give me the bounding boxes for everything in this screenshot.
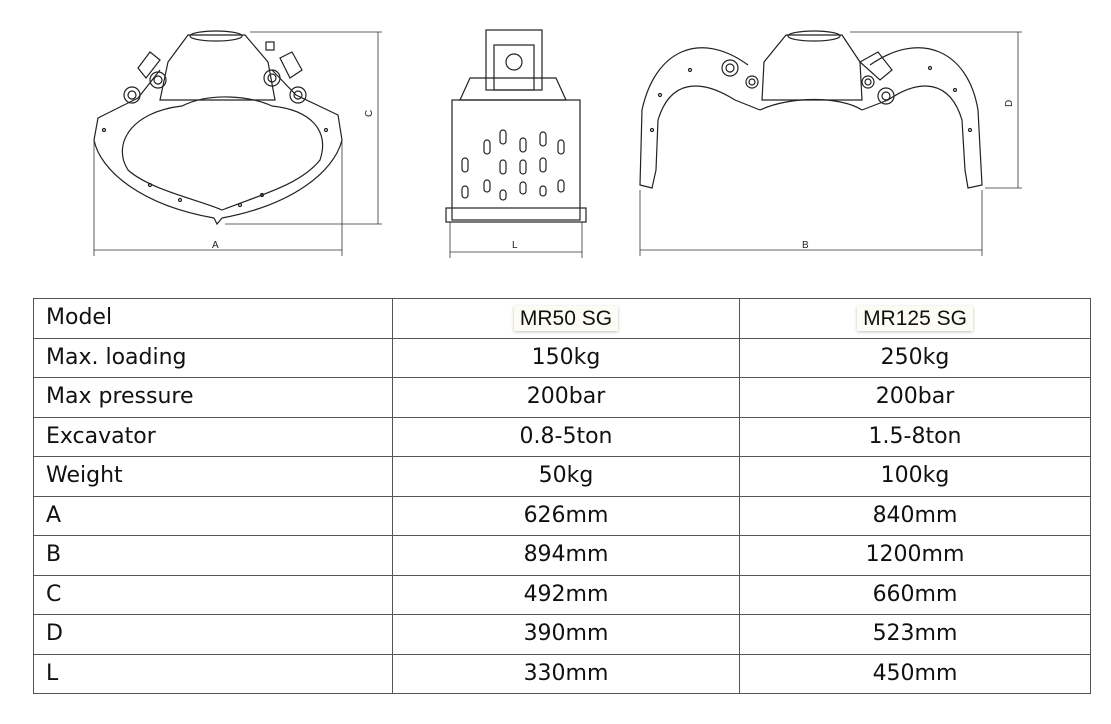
dimension-label-c: C	[364, 110, 375, 117]
dimension-d	[850, 31, 1022, 189]
row-label: A	[33, 495, 393, 536]
model-cell: MR50 SG	[392, 298, 740, 339]
model-name: MR50 SG	[513, 305, 619, 331]
row-value: 840mm	[739, 495, 1091, 536]
row-value: 150kg	[392, 337, 740, 378]
model-cell: MR125 SG	[739, 298, 1091, 339]
row-value: 894mm	[392, 535, 740, 576]
row-value: 523mm	[739, 614, 1091, 655]
dimension-label-a: A	[212, 240, 219, 251]
model-name: MR125 SG	[857, 305, 973, 331]
dimension-label-l: L	[512, 240, 518, 251]
row-value: 626mm	[392, 495, 740, 536]
table-row: Weight 50kg 100kg	[33, 456, 1091, 497]
dimension-c	[225, 31, 382, 225]
table-row: Excavator 0.8-5ton 1.5-8ton	[33, 416, 1091, 457]
dimension-l	[449, 222, 583, 258]
row-value: 660mm	[739, 574, 1091, 615]
row-value: 492mm	[392, 574, 740, 615]
front-view-closed-grapple	[93, 30, 343, 226]
table-row: L 330mm 450mm	[33, 653, 1091, 694]
row-value: 1200mm	[739, 535, 1091, 576]
dimension-b	[639, 190, 983, 256]
specification-table: Model MR50 SG MR125 SG Max. loading 150k…	[33, 298, 1091, 694]
table-row: Max. loading 150kg 250kg	[33, 337, 1091, 378]
row-label: D	[33, 614, 393, 655]
row-label: B	[33, 535, 393, 576]
technical-drawings: A C L	[93, 29, 1022, 258]
table-row: Max pressure 200bar 200bar	[33, 377, 1091, 418]
table-row: C 492mm 660mm	[33, 574, 1091, 615]
dimension-label-d: D	[1004, 100, 1015, 107]
row-value: 200bar	[392, 377, 740, 418]
row-value: 330mm	[392, 653, 740, 694]
dimension-label-b: B	[802, 240, 809, 251]
row-label: C	[33, 574, 393, 615]
table-row: A 626mm 840mm	[33, 495, 1091, 536]
table-row: B 894mm 1200mm	[33, 535, 1091, 576]
row-value: 390mm	[392, 614, 740, 655]
row-value: 1.5-8ton	[739, 416, 1091, 457]
row-value: 50kg	[392, 456, 740, 497]
row-label: Max pressure	[33, 377, 393, 418]
row-label: L	[33, 653, 393, 694]
header-label: Model	[33, 298, 393, 339]
row-value: 250kg	[739, 337, 1091, 378]
row-value: 100kg	[739, 456, 1091, 497]
row-label: Max. loading	[33, 337, 393, 378]
row-value: 0.8-5ton	[392, 416, 740, 457]
front-view-open-grapple	[639, 30, 983, 189]
row-value: 450mm	[739, 653, 1091, 694]
row-label: Weight	[33, 456, 393, 497]
row-value: 200bar	[739, 377, 1091, 418]
side-view-grapple	[445, 29, 587, 223]
row-label: Excavator	[33, 416, 393, 457]
table-row: D 390mm 523mm	[33, 614, 1091, 655]
table-header-row: Model MR50 SG MR125 SG	[33, 298, 1091, 339]
dimension-a	[93, 140, 343, 256]
